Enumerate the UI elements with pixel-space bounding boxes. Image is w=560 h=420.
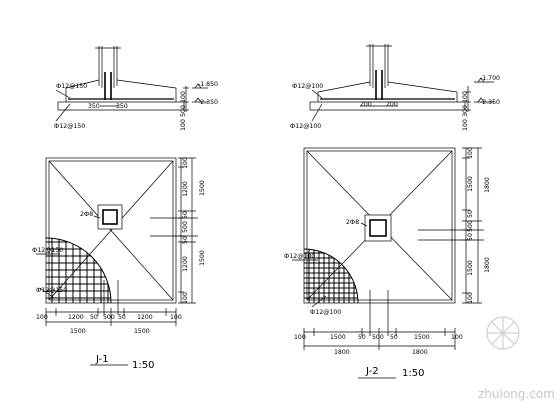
j2-plan-bar-label-bottom: Ф12@100 [310,308,341,316]
dim-label: 100 [36,314,48,321]
dim-label: 100 [467,292,474,304]
dim-label: 100 [170,314,182,321]
j1-plan-bar-label-bottom: Ф12@150 [36,286,67,294]
j1-col-left-dim: 350 [88,103,100,110]
j1-elev-top: -1.850 [198,81,218,88]
j1-thk-top: 100 [180,91,187,103]
dim-label: 500 [182,221,189,233]
dim-label: 50 [90,314,98,321]
j2-bar-top-label: Ф12@100 [292,82,323,90]
dim-label: 50 [118,314,126,321]
dim-label: 1200 [68,314,84,321]
dim-label: 1200 [182,256,189,272]
dim-label: 50 [467,210,474,218]
dim-label: 50 [182,236,189,244]
dim-total: 1500 [199,250,206,266]
j1-bottom-dims: 100 1200 50 500 50 1200 100 1500 1500 [36,314,182,335]
j1-title: J-1 [95,354,109,365]
dim-total: 1800 [484,257,491,273]
j1-scale: 1:50 [132,360,154,371]
j1-elev-bottom: -2.350 [198,99,218,106]
dim-label: 1500 [467,260,474,276]
dim-label: 1500 [467,176,474,192]
dim-label: 50 [390,334,398,341]
dim-label: 1500 [330,334,346,341]
j2-thk-pad: 100 [462,119,469,131]
j2-plan [292,147,484,379]
j1-bar-top-label: Ф12@150 [56,82,87,90]
j2-scale: 1:50 [402,368,424,379]
j2-col-left-dim: 200 [360,101,372,108]
dim-label: 100 [182,292,189,304]
j2-elev-top: -1.700 [480,75,500,82]
j1-col-right-dim: 350 [116,103,128,110]
dim-label: 100 [294,334,306,341]
j2-title: J-2 [365,366,379,377]
j2-section [309,44,494,122]
dim-label: 100 [182,157,189,169]
j1-plan [36,157,198,366]
j2-bottom-dims: 100 1500 50 500 50 1500 100 1800 1800 [294,334,463,356]
j1-thk-base: 500 [180,105,187,117]
j1-bar-bottom-label: Ф12@150 [54,122,85,130]
dim-label: 100 [467,147,474,159]
dim-label: 500 [372,334,384,341]
dim-label: 50 [182,211,189,219]
dim-total: 1500 [199,180,206,196]
dim-label: 50 [358,334,366,341]
j2-right-dims: 100 1500 50 500 50 1500 100 1800 1800 [467,147,491,304]
j2-thk-top: 100 [462,91,469,103]
j2-column-label: 2Ф8 [346,219,359,226]
dim-label: 1500 [414,334,430,341]
watermark-logo-icon [486,316,520,350]
dim-label: 50 [467,233,474,241]
j1-column-label: 2Ф8 [80,211,93,218]
j1-thk-pad: 100 [180,119,187,131]
j2-bar-bottom-label: Ф12@100 [290,122,321,130]
dim-label: 500 [103,314,115,321]
dim-label: 1200 [182,181,189,197]
j1-section [55,46,208,122]
dim-total: 1800 [412,349,428,356]
j1-plan-bar-label: Ф12@150 [32,246,63,254]
j1-right-dims: 100 1200 50 500 50 1200 100 1500 1500 [182,157,206,304]
j2-plan-bar-label: Ф12@100 [284,252,315,260]
j2-elev-bottom: -2.350 [480,99,500,106]
dim-total: 1800 [334,349,350,356]
dim-total: 1500 [70,328,86,335]
watermark-text: zhulong.com [478,387,555,401]
dim-label: 500 [467,220,474,232]
dim-label: 1200 [137,314,153,321]
j2-col-right-dim: 200 [386,101,398,108]
dim-total: 1500 [134,328,150,335]
dim-total: 1800 [484,177,491,193]
j2-thk-base: 300 [462,105,469,117]
dim-label: 100 [451,334,463,341]
